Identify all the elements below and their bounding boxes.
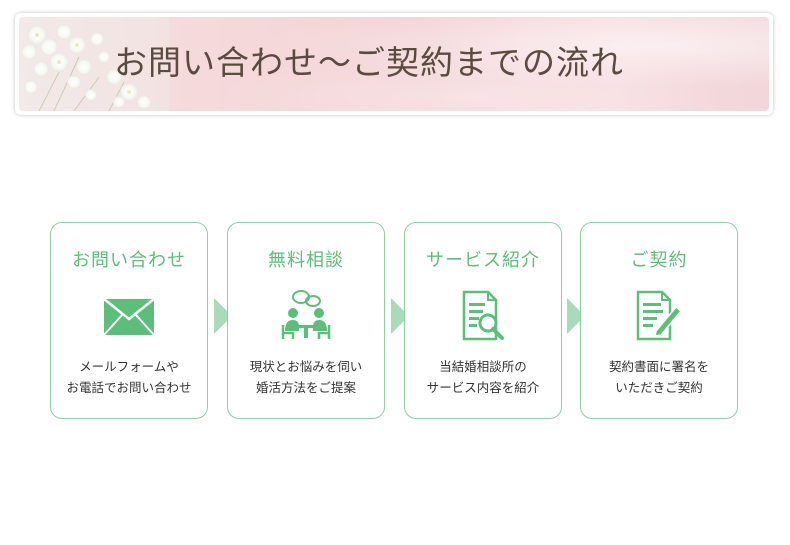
step-description-line: お電話でお問い合わせ	[66, 380, 192, 395]
step-description-line: サービス内容を紹介	[426, 380, 540, 395]
step-description-line: 当結婚相談所の	[439, 359, 527, 374]
document-search-icon	[462, 290, 504, 341]
step-title: お問い合わせ	[72, 250, 186, 271]
envelope-icon	[103, 298, 155, 336]
banner-background: お問い合わせ〜ご契約までの流れ	[19, 17, 769, 111]
step-description-line: 婚活方法をご提案	[255, 380, 356, 395]
step-card-free-consultation: 無料相談 現状とお悩みを伺い 婚活方法をご提案	[227, 222, 385, 419]
step-card-inquiry: お問い合わせ メールフォームや お電話でお問い合わせ	[50, 222, 208, 419]
step-description: 契約書面に署名を いただきご契約	[581, 356, 737, 398]
header-banner: お問い合わせ〜ご契約までの流れ	[15, 13, 773, 115]
step-description-line: 契約書面に署名を	[608, 359, 709, 374]
step-card-contract: ご契約 契約書面に署名を いただきご契約	[580, 222, 738, 419]
step-title: ご契約	[630, 250, 688, 271]
step-description-line: いただきご契約	[615, 380, 703, 395]
step-title: サービス紹介	[426, 250, 540, 271]
step-card-service-introduction: サービス紹介 当結婚相談所の サービス内容を紹介	[404, 222, 562, 419]
step-title: 無料相談	[268, 250, 344, 271]
consultation-icon	[281, 290, 331, 339]
step-description: 当結婚相談所の サービス内容を紹介	[405, 356, 561, 398]
step-description: メールフォームや お電話でお問い合わせ	[51, 356, 207, 398]
contract-sign-icon	[636, 290, 683, 341]
step-description: 現状とお悩みを伺い 婚活方法をご提案	[228, 356, 384, 398]
step-description-line: 現状とお悩みを伺い	[249, 359, 363, 374]
step-description-line: メールフォームや	[79, 359, 179, 374]
page-title: お問い合わせ〜ご契約までの流れ	[114, 43, 624, 82]
flower-decoration-icon	[19, 17, 169, 111]
